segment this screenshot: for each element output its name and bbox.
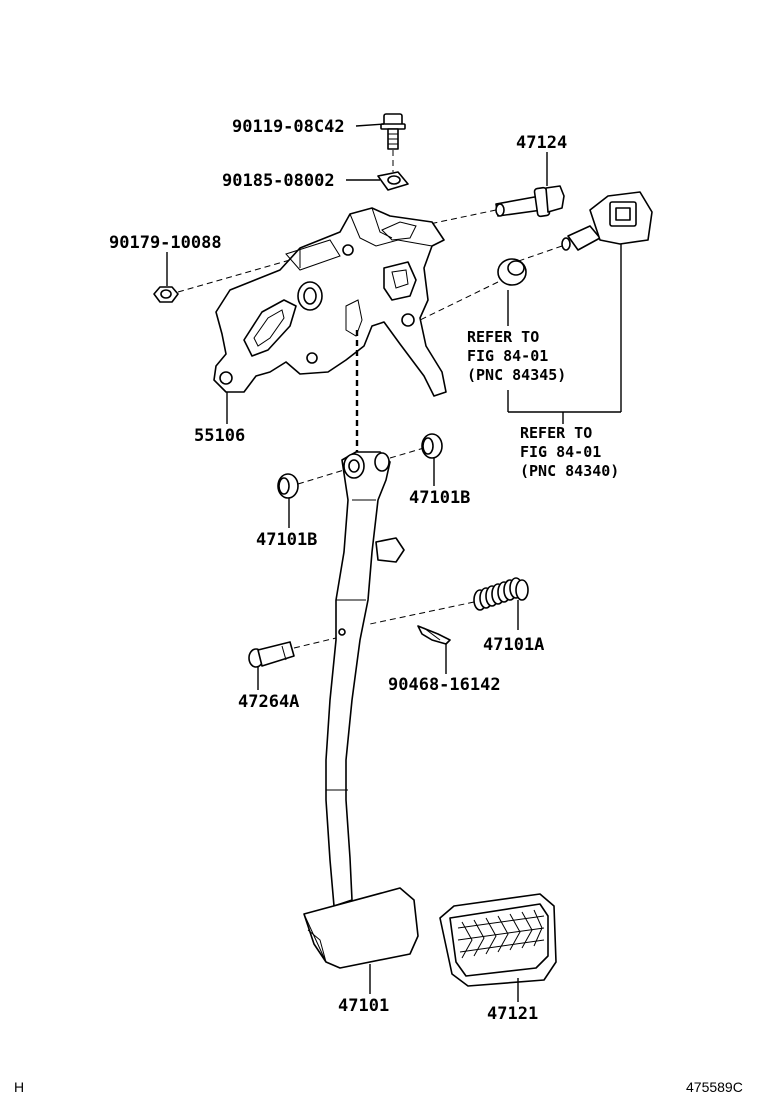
label-spring-47101A: 47101A	[483, 635, 544, 655]
bushing-left-47101B	[277, 473, 299, 499]
label-bolt-90119: 90119-08C42	[232, 117, 345, 137]
bushing-right-47101B	[421, 433, 443, 459]
brake-pedal-arm-47101	[325, 451, 405, 907]
label-refer2-line1: REFER TO	[520, 424, 592, 442]
pin-47264A	[248, 641, 295, 668]
footer-left-code: H	[14, 1079, 24, 1095]
pin-47124	[495, 185, 565, 218]
pedal-pad-47121	[439, 893, 557, 987]
label-clip-90468: 90468-16142	[388, 675, 501, 695]
pedal-pad-tread-pattern	[457, 909, 545, 959]
label-pin-47264A: 47264A	[238, 692, 299, 712]
bolt-90119	[380, 113, 406, 150]
label-pedal-47101: 47101	[338, 996, 389, 1016]
label-bushing-left-47101B: 47101B	[256, 530, 317, 550]
stop-lamp-switch	[561, 191, 653, 251]
pedal-bracket-55106	[213, 207, 447, 397]
label-refer1-line3: (PNC 84345)	[467, 366, 566, 384]
pedal-foot-plate	[303, 887, 419, 969]
label-refer2-line2: FIG 84-01	[520, 443, 601, 461]
label-refer1-line1: REFER TO	[467, 328, 539, 346]
return-spring-47101A	[473, 577, 529, 611]
footer-figure-number: 475589C	[686, 1079, 743, 1095]
label-nut-plate-90185: 90185-08002	[222, 171, 335, 191]
label-refer2-line3: (PNC 84340)	[520, 462, 619, 480]
label-nut-90179: 90179-10088	[109, 233, 222, 253]
nut-plate-90185	[377, 171, 409, 191]
pedal-cushion	[497, 258, 527, 286]
label-refer1-line2: FIG 84-01	[467, 347, 548, 365]
label-bushing-right-47101B: 47101B	[409, 488, 470, 508]
nut-90179	[153, 286, 179, 303]
label-bracket-55106: 55106	[194, 426, 245, 446]
label-pin-47124: 47124	[516, 133, 567, 153]
label-pedal-pad-47121: 47121	[487, 1004, 538, 1024]
clip-90468	[417, 625, 451, 645]
